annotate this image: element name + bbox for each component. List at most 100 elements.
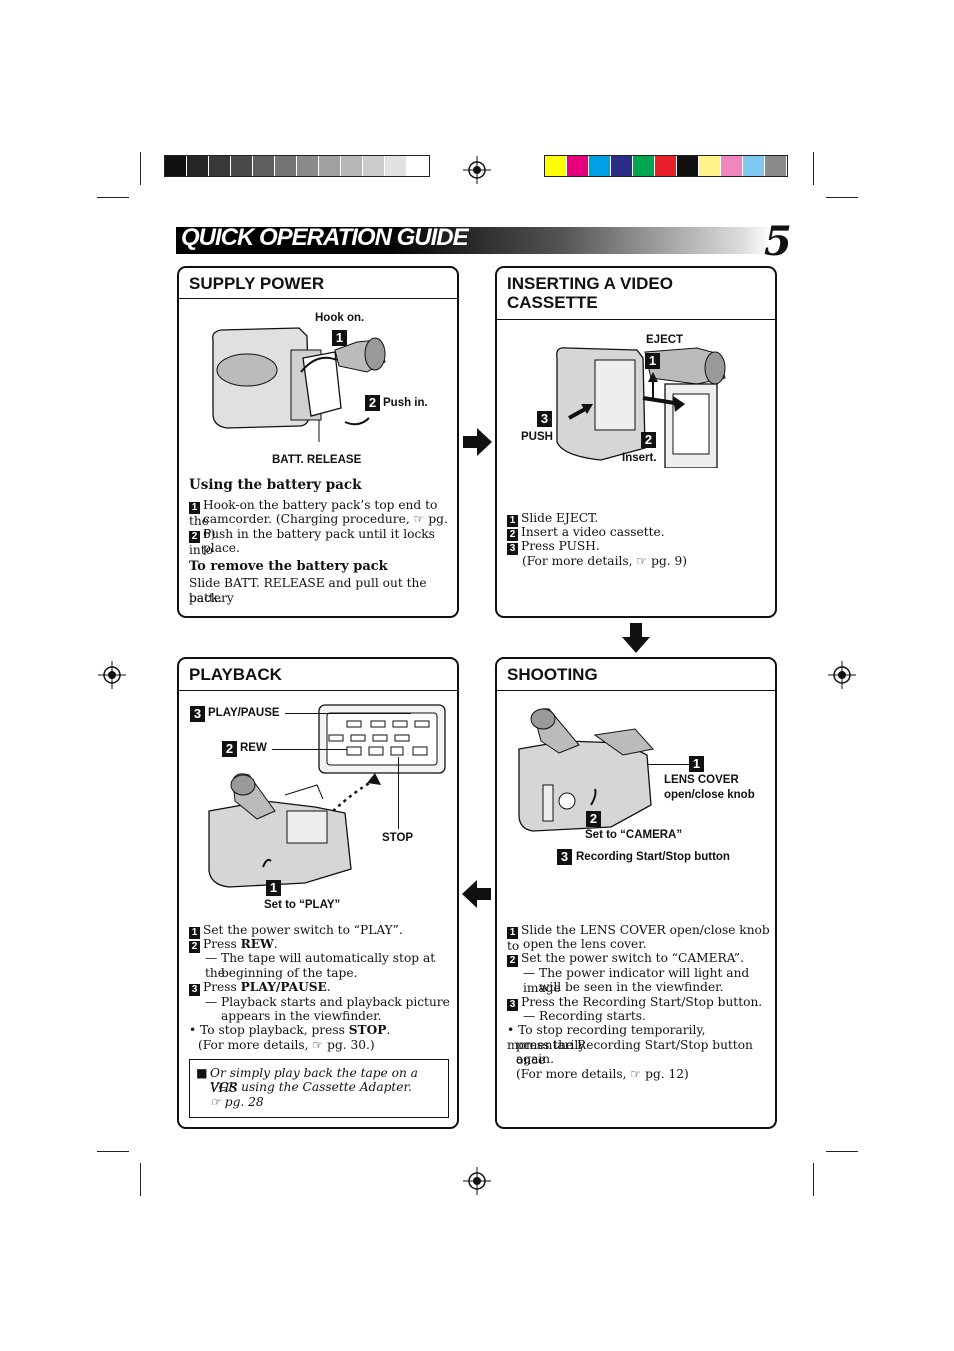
crop-mark xyxy=(97,197,129,198)
cassette-insert-illustration xyxy=(556,347,726,468)
remove-text-cont: pack. xyxy=(189,591,223,605)
gray-swatch xyxy=(385,156,407,176)
lens-cover-label-cont: open/close knob xyxy=(664,789,755,801)
insert-label: Insert. xyxy=(622,452,657,464)
color-swatch xyxy=(567,156,589,176)
panel-title-line2: CASSETTE xyxy=(507,293,598,312)
step-marker-1: 1 xyxy=(689,756,704,772)
details-ref: (For more details, ☞ pg. 30.) xyxy=(198,1038,375,1052)
lens-cover-label: LENS COVER xyxy=(664,774,739,786)
color-swatch xyxy=(545,156,567,176)
batt-release-label: BATT. RELEASE xyxy=(272,454,362,466)
gray-swatch xyxy=(231,156,253,176)
leader-line xyxy=(272,749,347,750)
inserting-cassette-panel: INSERTING A VIDEO CASSETTE EJECT 1 3 PUS… xyxy=(495,266,777,618)
gray-swatch xyxy=(319,156,341,176)
hook-on-label: Hook on. xyxy=(315,312,365,324)
step-2-text-cont: place. xyxy=(203,541,240,555)
step-marker-1: 1 xyxy=(266,880,281,896)
registration-target-icon xyxy=(98,661,126,689)
crop-mark xyxy=(813,1163,814,1196)
step-3-note-cont: appears in the viewfinder. xyxy=(221,1009,382,1023)
leader-line xyxy=(647,764,689,765)
note-box: ■ Or simply play back the tape on a VHS … xyxy=(189,1059,449,1118)
subtitle-remove-battery: To remove the battery pack xyxy=(189,559,388,574)
shooting-panel: SHOOTING 1 LENS COVER open/close knob 2 … xyxy=(495,657,777,1129)
step-2-note: — The tape will automatically stop at th… xyxy=(205,951,436,980)
gray-swatch xyxy=(407,156,429,176)
color-swatch xyxy=(721,156,743,176)
page-number: 5 xyxy=(764,218,792,265)
color-swatch xyxy=(699,156,721,176)
camcorder-shooting-illustration xyxy=(518,708,654,832)
push-label: PUSH xyxy=(521,431,553,443)
tip-line-1: • To stop recording temporarily, momenta… xyxy=(507,1023,706,1052)
supply-power-panel: SUPPLY POWER Hook on. 1 2 Push in. BATT.… xyxy=(177,266,459,618)
step-2-note-cont: will be seen in the viewfinder. xyxy=(539,980,724,994)
color-swatch xyxy=(677,156,699,176)
tip-line-2: press the Recording Start/Stop button on… xyxy=(516,1038,753,1067)
gray-swatch xyxy=(341,156,363,176)
step-marker-1: 1 xyxy=(645,353,660,369)
step-marker-2: 2 xyxy=(586,811,601,827)
step-marker-1: 1 xyxy=(332,330,347,346)
panel-header: SUPPLY POWER xyxy=(179,268,457,299)
step-marker-3: 3 xyxy=(190,706,205,722)
crop-mark xyxy=(826,1151,858,1152)
subtitle-using-battery: Using the battery pack xyxy=(189,477,362,493)
remove-text: Slide BATT. RELEASE and pull out the bat… xyxy=(189,576,427,605)
step-marker-2: 2 xyxy=(222,741,237,757)
panel-title: SHOOTING xyxy=(507,665,598,684)
note-line-1: Or simply play back the tape on a VHS xyxy=(210,1066,418,1095)
note-line-2: VCR using the Cassette Adapter. xyxy=(210,1080,412,1094)
color-swatch xyxy=(743,156,765,176)
playback-panel: PLAYBACK 3 PLAY/PAUSE 2 REW STOP 1 Set t… xyxy=(177,657,459,1129)
gray-swatch xyxy=(297,156,319,176)
details-ref: (For more details, ☞ pg. 12) xyxy=(516,1067,689,1081)
gray-swatch xyxy=(187,156,209,176)
step-marker-2: 2 xyxy=(641,432,656,448)
page-title: QUICK OPERATION GUIDE xyxy=(181,224,469,251)
recording-button-label: Recording Start/Stop button xyxy=(576,851,730,863)
gray-swatch xyxy=(165,156,187,176)
leader-line xyxy=(285,713,411,714)
crop-mark xyxy=(140,152,141,185)
gray-swatch xyxy=(275,156,297,176)
color-swatch xyxy=(655,156,677,176)
tip-line-3: again. xyxy=(516,1052,554,1066)
push-in-label: Push in. xyxy=(383,397,428,409)
registration-target-icon xyxy=(463,156,491,184)
grayscale-calibration-bar xyxy=(164,155,430,177)
note-bullet-icon: ■ xyxy=(196,1066,208,1080)
crop-mark xyxy=(813,152,814,185)
step-2-note-cont: beginning of the tape. xyxy=(221,966,358,980)
step-1-text-cont: camcorder. (Charging procedure, ☞ pg. 6) xyxy=(203,512,448,541)
color-calibration-bar xyxy=(544,155,788,177)
step-marker-3: 3 xyxy=(557,849,572,865)
step-3-note: — Playback starts and playback picture xyxy=(205,995,450,1009)
title-band xyxy=(176,227,772,254)
play-pause-label: PLAY/PAUSE xyxy=(208,707,280,719)
arrow-down-icon xyxy=(622,623,650,653)
panel-title: SUPPLY POWER xyxy=(189,274,325,293)
gray-swatch xyxy=(209,156,231,176)
arrow-left-icon xyxy=(462,880,491,908)
panel-header: SHOOTING xyxy=(497,659,775,691)
gray-swatch xyxy=(363,156,385,176)
registration-target-icon xyxy=(463,1167,491,1195)
crop-mark xyxy=(140,1163,141,1196)
note-line-3: ☞ pg. 28 xyxy=(210,1095,264,1109)
leader-line xyxy=(398,757,399,829)
eject-label: EJECT xyxy=(646,334,684,346)
camcorder-playback-illustration xyxy=(208,773,381,888)
step-marker-2: 2 xyxy=(365,395,380,411)
registration-target-icon xyxy=(828,661,856,689)
set-camera-label: Set to “CAMERA” xyxy=(585,829,683,841)
